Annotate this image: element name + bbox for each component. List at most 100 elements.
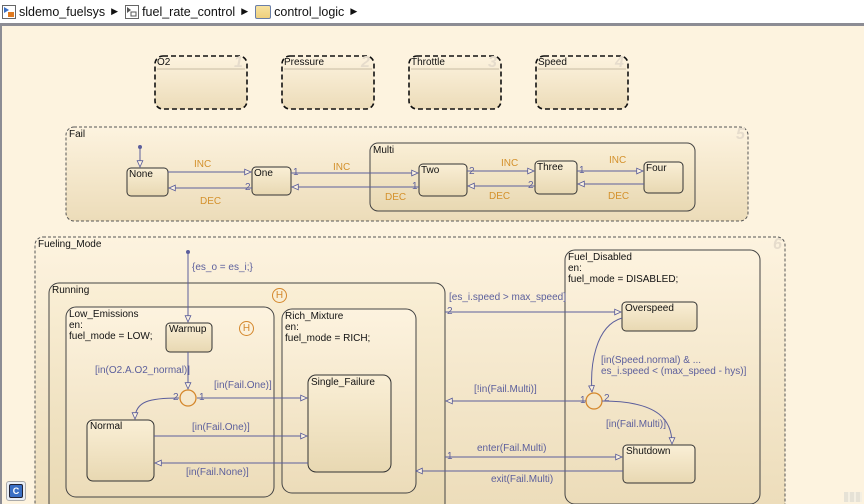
breadcrumb-arrow-icon[interactable]: ▶ — [111, 6, 119, 16]
low-emissions-entry: en: — [69, 320, 83, 331]
sensor-label-throttle: Throttle — [411, 57, 445, 68]
transition-label[interactable]: [in(Speed.normal) & ... — [601, 355, 702, 366]
sensor-state-pressure[interactable] — [281, 55, 375, 110]
priority-label: 2 — [245, 182, 251, 193]
fueling-mode-order: 6 — [773, 236, 782, 253]
priority-label: 2 — [447, 306, 453, 317]
priority-label: 2 — [173, 392, 179, 403]
rich-mixture-label: Rich_Mixture — [285, 311, 344, 322]
transition-label[interactable]: [in(Fail.Multi)] — [606, 419, 667, 430]
sensor-state-o2[interactable] — [154, 55, 248, 110]
state-four-label: Four — [646, 163, 667, 174]
event-inc-label: INC — [333, 162, 351, 173]
event-dec-label: DEC — [200, 196, 222, 207]
state-two-label: Two — [421, 165, 440, 176]
fail-label: Fail — [69, 129, 86, 140]
transition-label[interactable]: enter(Fail.Multi) — [477, 443, 547, 454]
state-one-label: One — [254, 168, 273, 179]
fail-transitions — [136, 145, 645, 192]
transition-label[interactable]: [!in(Fail.Multi)] — [474, 384, 537, 395]
priority-label: 1 — [199, 392, 205, 403]
fueling-transitions — [131, 250, 676, 475]
state-four[interactable] — [643, 161, 684, 194]
state-three-label: Three — [537, 162, 564, 173]
transition-label[interactable]: [in(Fail.One)] — [192, 422, 250, 433]
priority-label: 1 — [580, 395, 586, 406]
priority-label: 1 — [579, 165, 585, 176]
fuel-disabled-entry: en: — [568, 263, 582, 274]
fueling-mode-label: Fueling_Mode — [38, 239, 102, 250]
default-transition-action: {es_o = es_i;} — [192, 262, 253, 273]
priority-label: 1 — [293, 167, 299, 178]
sensor-state-speed[interactable] — [535, 55, 629, 110]
low-emissions-label: Low_Emissions — [69, 309, 139, 320]
event-inc-label: INC — [609, 155, 627, 166]
sensor-order-pressure: 2 — [361, 54, 370, 71]
state-none-label: None — [129, 169, 153, 180]
breadcrumb-bar: sldemo_fuelsys ▶ fuel_rate_control ▶ con… — [0, 0, 864, 26]
state-three[interactable] — [534, 160, 578, 195]
transition-label[interactable]: [in(O2.A.O2_normal)] — [95, 365, 191, 376]
event-dec-label: DEC — [608, 191, 630, 202]
breadcrumb-arrow-icon[interactable]: ▶ — [241, 6, 249, 16]
overspeed-label: Overspeed — [625, 303, 674, 314]
event-dec-label: DEC — [385, 192, 407, 203]
sensor-state-throttle[interactable] — [408, 55, 502, 110]
low-emissions-action: fuel_mode = LOW; — [69, 331, 153, 342]
multi-label: Multi — [373, 145, 395, 156]
rich-mixture-action: fuel_mode = RICH; — [285, 333, 371, 344]
warmup-label: Warmup — [169, 324, 207, 335]
event-inc-label: INC — [194, 159, 212, 170]
breadcrumb-arrow-icon[interactable]: ▶ — [350, 6, 358, 16]
transition-label[interactable]: exit(Fail.Multi) — [491, 474, 554, 485]
subsystem-icon — [125, 4, 140, 19]
model-icon — [2, 4, 16, 19]
priority-label: 2 — [528, 180, 534, 191]
sensor-order-o2: 1 — [234, 54, 243, 71]
sensor-label-o2: O2 — [157, 57, 171, 68]
fuel-disabled-action: fuel_mode = DISABLED; — [568, 274, 679, 285]
shutdown-state[interactable] — [622, 444, 696, 484]
running-label: Running — [52, 285, 90, 296]
transition-label[interactable]: es_i.speed < (max_speed - hys)] — [601, 366, 747, 377]
state-none[interactable] — [126, 167, 169, 197]
c-icon: C — [9, 484, 23, 498]
state-one[interactable] — [251, 166, 292, 196]
breadcrumb-label: control_logic — [274, 4, 345, 19]
normal-label: Normal — [90, 421, 123, 432]
normal-state[interactable] — [86, 419, 155, 482]
history-junction-icon[interactable]: H — [239, 321, 254, 336]
rich-mixture-entry: en: — [285, 322, 299, 333]
event-inc-label: INC — [501, 158, 519, 169]
sensor-order-speed: 4 — [615, 54, 624, 71]
fuel-disabled-label: Fuel_Disabled — [568, 252, 632, 263]
state-two[interactable] — [418, 163, 468, 197]
breadcrumb-item-chart[interactable]: control_logic ▶ — [253, 1, 362, 23]
breadcrumb-item-model[interactable]: sldemo_fuelsys ▶ — [0, 1, 123, 23]
sensor-label-pressure: Pressure — [284, 57, 325, 68]
overspeed-state[interactable] — [621, 301, 698, 332]
transition-label[interactable]: [in(Fail.One)] — [214, 380, 272, 391]
fail-order: 5 — [736, 126, 745, 143]
history-junction-icon[interactable]: H — [272, 288, 287, 303]
single-failure-label: Single_Failure — [311, 377, 375, 388]
chart-icon — [255, 4, 272, 19]
chart-canvas[interactable]: O2 1 Pressure 2 Throttle 3 Speed 4 Fail … — [0, 26, 864, 504]
shutdown-label: Shutdown — [626, 446, 671, 457]
priority-label: 1 — [447, 451, 453, 462]
priority-label: 2 — [604, 393, 610, 404]
transition-label[interactable]: [in(Fail.None)] — [186, 467, 249, 478]
resize-grip[interactable] — [844, 492, 862, 502]
breadcrumb-label: sldemo_fuelsys — [19, 4, 106, 19]
event-dec-label: DEC — [489, 191, 511, 202]
fuel-disabled-state[interactable] — [564, 249, 761, 504]
breadcrumb-label: fuel_rate_control — [142, 4, 236, 19]
stateflow-diagram — [0, 26, 786, 504]
priority-label: 1 — [412, 181, 418, 192]
breadcrumb-item-subsystem[interactable]: fuel_rate_control ▶ — [123, 1, 253, 23]
single-failure-state[interactable] — [307, 374, 392, 473]
sensor-order-throttle: 3 — [488, 54, 497, 71]
transition-label[interactable]: [es_i.speed > max_speed] — [449, 292, 567, 303]
priority-label: 2 — [469, 166, 475, 177]
code-button[interactable]: C — [6, 481, 26, 501]
